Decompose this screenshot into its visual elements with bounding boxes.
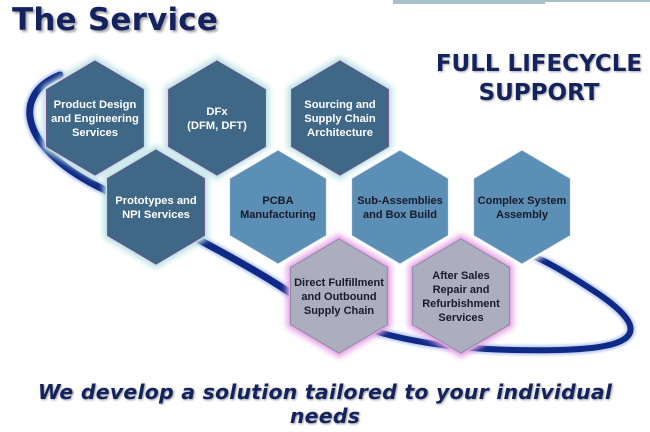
- hex-label-line: Assembly: [496, 209, 549, 221]
- hexagon-dfx: DFx (DFM, DFT): [166, 59, 268, 177]
- top-accent-bar: [393, 0, 545, 4]
- hex-shape: [229, 149, 327, 265]
- hexagon-pcba: PCBA Manufacturing: [227, 148, 329, 266]
- hex-label-line: Prototypes and: [115, 195, 197, 207]
- hex-label-line: Architecture: [307, 127, 373, 139]
- hex-label-line: and Engineering: [51, 113, 139, 125]
- hex-shape: [291, 60, 389, 176]
- hex-label-line: NPI Services: [122, 209, 190, 221]
- tagline: We develop a solution tailored to your i…: [37, 380, 613, 428]
- hex-label-line: Services: [72, 127, 118, 139]
- hex-shape: [107, 149, 205, 265]
- hex-label-line: DFx: [206, 106, 228, 118]
- top-accent-line: [545, 0, 650, 2]
- hexagon-sub-assemblies: Sub-Assemblies and Box Build: [349, 148, 451, 266]
- hex-label-line: Sub-Assemblies: [357, 195, 443, 207]
- page-title: The Service: [12, 2, 219, 38]
- hex-label-line: and Outbound: [301, 291, 376, 303]
- hex-label-line: After Sales: [432, 270, 489, 282]
- hex-label-line: and Box Build: [363, 209, 437, 221]
- headline-line-1: FULL LIFECYCLE: [435, 51, 643, 77]
- swoosh-stroke: [297, 252, 634, 354]
- hex-label-line: Supply Chain: [304, 113, 376, 125]
- hex-label-line: Product Design: [54, 99, 137, 111]
- hex-shape: [412, 238, 510, 354]
- hex-label-line: Repair and: [433, 284, 490, 296]
- headline-line-2: SUPPORT: [478, 80, 600, 106]
- hex-label-line: PCBA: [262, 195, 293, 207]
- hex-label-line: (DFM, DFT): [187, 120, 247, 132]
- hex-label-line: Supply Chain: [304, 305, 375, 317]
- hex-shape: [473, 149, 571, 265]
- hex-shape: [290, 238, 388, 354]
- headline: FULL LIFECYCLE SUPPORT: [425, 50, 650, 108]
- hex-label-line: Refurbishment: [422, 298, 500, 310]
- hex-label-line: Sourcing and: [304, 99, 376, 111]
- hex-shape: [168, 60, 266, 176]
- hex-shape: [46, 60, 144, 176]
- hex-label-line: Services: [438, 312, 483, 324]
- hex-label-line: Direct Fulfillment: [294, 277, 384, 289]
- hex-label-line: Complex System: [478, 195, 567, 207]
- hex-label-line: Manufacturing: [240, 209, 316, 221]
- hex-shape: [351, 149, 449, 265]
